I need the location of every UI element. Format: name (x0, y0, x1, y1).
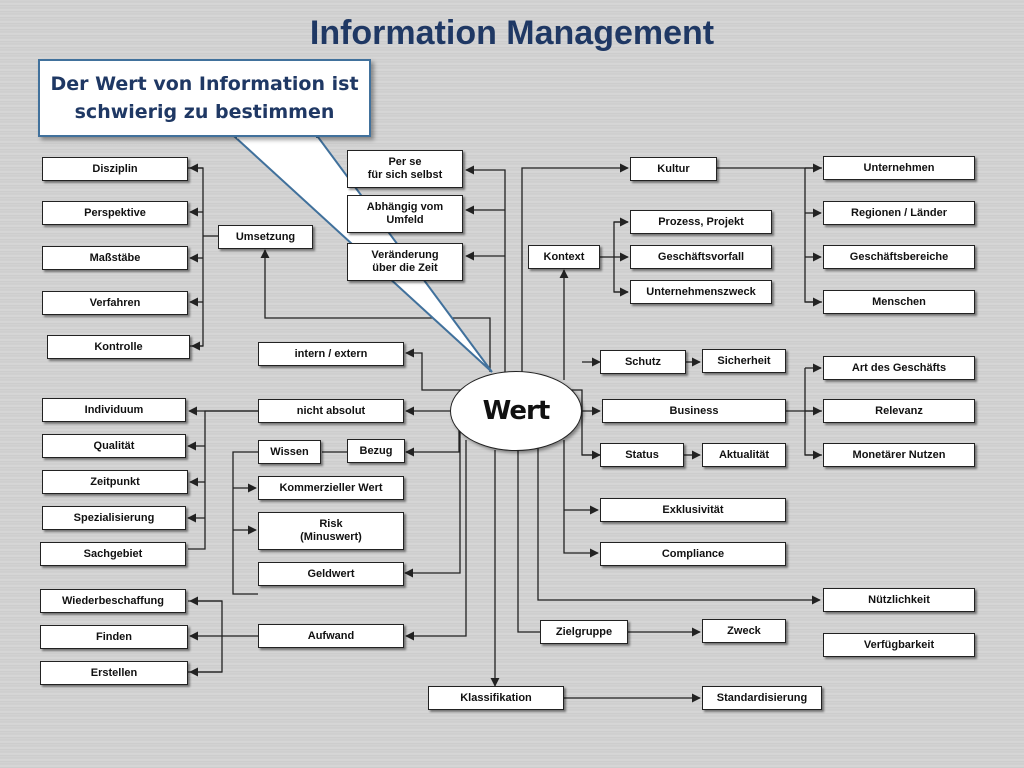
node-wiederbeschaffung: Wiederbeschaffung (40, 589, 186, 613)
node-wissen: Wissen (258, 440, 321, 464)
page-title: Information Management (309, 14, 715, 52)
node-regionen-laender: Regionen / Länder (823, 201, 975, 225)
node-kultur: Kultur (630, 157, 717, 181)
node-bezug: Bezug (347, 439, 405, 463)
node-wert-center: Wert (450, 371, 582, 451)
node-relevanz: Relevanz (823, 399, 975, 423)
node-disziplin: Disziplin (42, 157, 188, 181)
node-sicherheit: Sicherheit (702, 349, 786, 373)
node-kontrolle: Kontrolle (47, 335, 190, 359)
node-spezialisierung: Spezialisierung (42, 506, 186, 530)
node-qualitaet: Qualität (42, 434, 186, 458)
node-abhaengig-umfeld: Abhängig vom Umfeld (347, 195, 463, 233)
node-verfahren: Verfahren (42, 291, 188, 315)
node-umsetzung: Umsetzung (218, 225, 313, 249)
node-prozess-projekt: Prozess, Projekt (630, 210, 772, 234)
node-geldwert: Geldwert (258, 562, 404, 586)
node-finden: Finden (40, 625, 188, 649)
node-unternehmenszweck: Unternehmenszweck (630, 280, 772, 304)
node-status: Status (600, 443, 684, 467)
node-business: Business (602, 399, 786, 423)
node-veraenderung: Veränderung über die Zeit (347, 243, 463, 281)
node-zielgruppe: Zielgruppe (540, 620, 628, 644)
node-zweck: Zweck (702, 619, 786, 643)
node-art-des-geschaefts: Art des Geschäfts (823, 356, 975, 380)
node-risk: Risk (Minuswert) (258, 512, 404, 550)
node-per-se: Per se für sich selbst (347, 150, 463, 188)
node-verfuegbarkeit: Verfügbarkeit (823, 633, 975, 657)
node-kontext: Kontext (528, 245, 600, 269)
node-aktualitaet: Aktualität (702, 443, 786, 467)
node-sachgebiet: Sachgebiet (40, 542, 186, 566)
node-nuetzlichkeit: Nützlichkeit (823, 588, 975, 612)
node-schutz: Schutz (600, 350, 686, 374)
node-geschaeftsvorfall: Geschäftsvorfall (630, 245, 772, 269)
node-nicht-absolut: nicht absolut (258, 399, 404, 423)
node-kommerzieller-wert: Kommerzieller Wert (258, 476, 404, 500)
node-exklusivitaet: Exklusivität (600, 498, 786, 522)
node-standardisierung: Standardisierung (702, 686, 822, 710)
node-menschen: Menschen (823, 290, 975, 314)
node-perspektive: Perspektive (42, 201, 188, 225)
callout-line-1: Der Wert von Information ist (50, 73, 359, 95)
node-compliance: Compliance (600, 542, 786, 566)
node-individuum: Individuum (42, 398, 186, 422)
node-intern-extern: intern / extern (258, 342, 404, 366)
callout-box: Der Wert von Information ist schwierig z… (38, 59, 371, 137)
node-monetaerer-nutzen: Monetärer Nutzen (823, 443, 975, 467)
node-aufwand: Aufwand (258, 624, 404, 648)
node-massstaebe: Maßstäbe (42, 246, 188, 270)
node-klassifikation: Klassifikation (428, 686, 564, 710)
callout-line-2: schwierig zu bestimmen (74, 101, 335, 123)
node-zeitpunkt: Zeitpunkt (42, 470, 188, 494)
node-geschaeftsbereiche: Geschäftsbereiche (823, 245, 975, 269)
node-unternehmen: Unternehmen (823, 156, 975, 180)
node-erstellen: Erstellen (40, 661, 188, 685)
